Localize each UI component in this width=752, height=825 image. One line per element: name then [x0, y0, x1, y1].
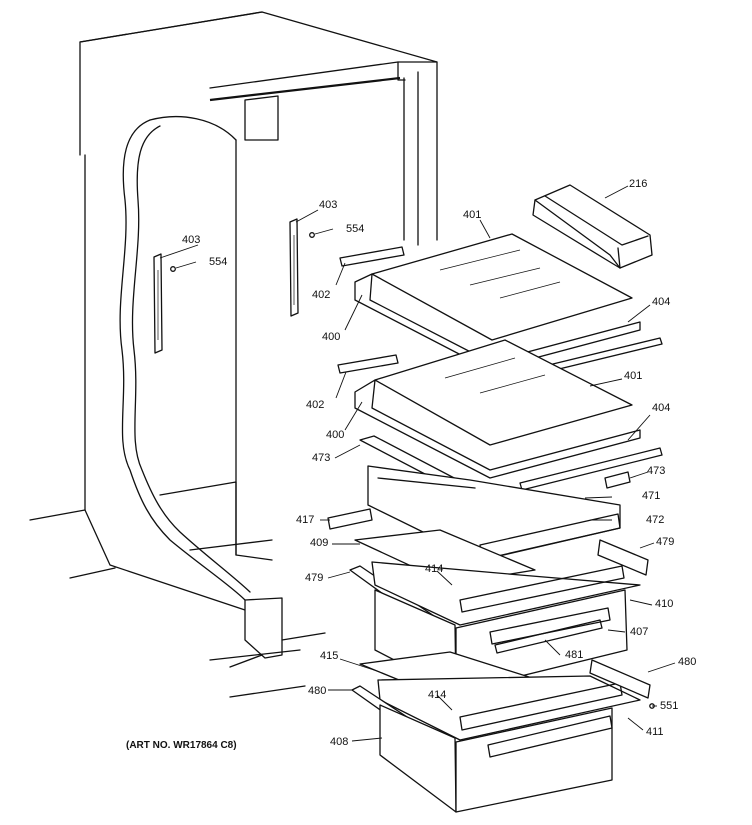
callout-411: 411 [646, 726, 664, 738]
callout-554-left: 554 [209, 256, 228, 268]
callout-216: 216 [629, 178, 648, 190]
callout-480-right: 480 [678, 656, 697, 668]
callout-480-left: 480 [308, 685, 327, 697]
door-bin-216 [532, 184, 653, 269]
art-number: (ART NO. WR17864 C8) [126, 740, 237, 751]
callout-407: 407 [630, 626, 649, 638]
callout-408: 408 [330, 736, 349, 748]
cabinet-outline [29, 11, 438, 698]
callout-404-upper: 404 [652, 296, 671, 308]
callout-481: 481 [565, 649, 584, 661]
callout-414-lower: 414 [428, 689, 447, 701]
callout-479-right: 479 [656, 536, 675, 548]
callout-479-left: 479 [305, 572, 324, 584]
callout-402-upper: 402 [312, 289, 331, 301]
shelf-rail-left [153, 253, 197, 354]
callout-473-left: 473 [312, 452, 331, 464]
callout-554-right: 554 [346, 223, 365, 235]
callout-410: 410 [655, 598, 674, 610]
callout-402-lower: 402 [306, 399, 325, 411]
shelf-rail-right [289, 218, 334, 317]
callout-401-upper: 401 [463, 209, 482, 221]
callout-471: 471 [642, 490, 661, 502]
callout-551: 551 [660, 700, 679, 712]
callout-414-upper: 414 [425, 563, 444, 575]
lower-crisper-drawer [351, 651, 655, 813]
callout-404-lower: 404 [652, 402, 671, 414]
callout-403-left: 403 [182, 234, 201, 246]
callout-401-lower: 401 [624, 370, 643, 382]
callout-409: 409 [310, 537, 329, 549]
callout-400-upper: 400 [322, 331, 341, 343]
callout-417: 417 [296, 514, 315, 526]
callout-473-right: 473 [647, 465, 666, 477]
callout-472: 472 [646, 514, 665, 526]
callout-403-right: 403 [319, 199, 338, 211]
callout-400-lower: 400 [326, 429, 345, 441]
callout-415: 415 [320, 650, 339, 662]
leader-lines [159, 185, 676, 742]
lower-glass-shelf [337, 339, 663, 491]
crisper-cover-frame [327, 435, 649, 576]
